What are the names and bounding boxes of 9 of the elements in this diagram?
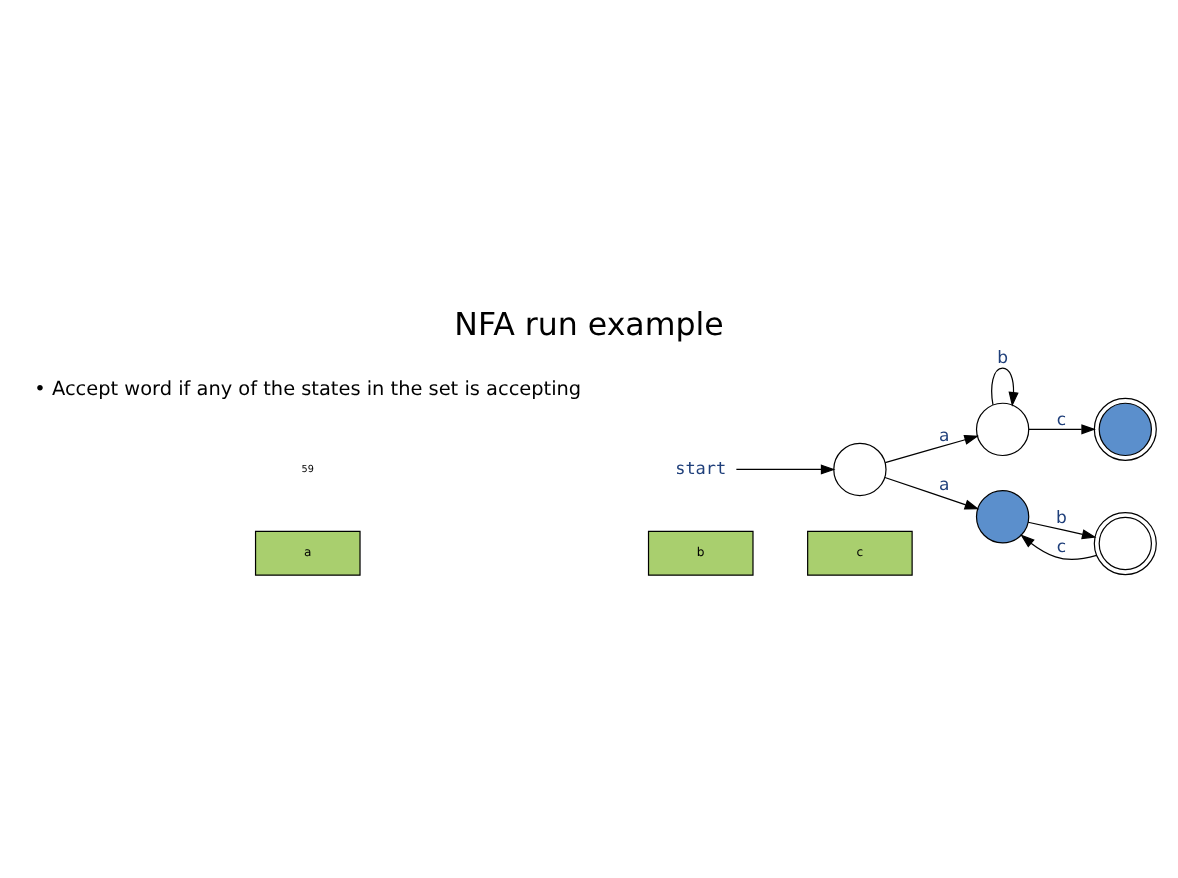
edge-label: a [939,425,950,446]
node-text: start [675,458,727,479]
edge-label: c [1056,409,1067,430]
diagram-title: NFA run example [454,303,724,342]
edge-label: b [1056,508,1067,529]
edge-label: c [1056,537,1067,558]
label: • Accept word if any of the states in the set is accepting [34,378,582,401]
edge-label: b [997,348,1009,369]
edge-label: a [939,475,950,496]
